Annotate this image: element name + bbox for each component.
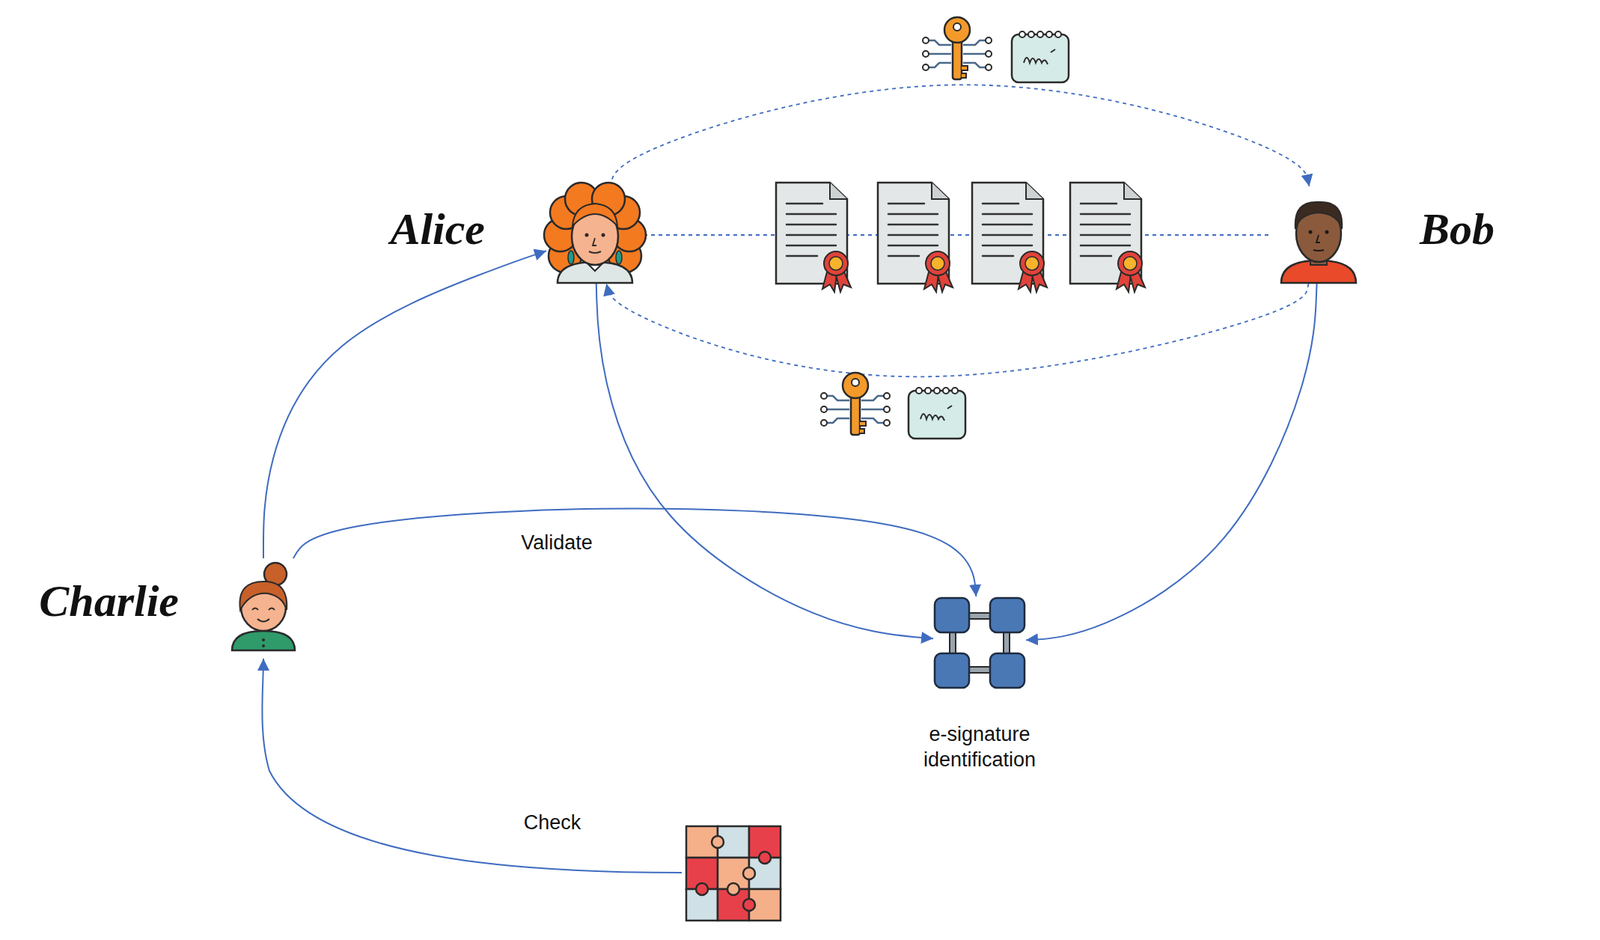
charlie-avatar [231,562,295,651]
certificate-icon [776,182,851,292]
signature-note-icon [908,387,966,439]
blockchain-icon-part-part [990,597,1025,633]
puzzle-icon-part-part [711,835,724,848]
puzzle-icon-part-part [695,883,708,896]
person-node: Charlie [222,558,305,656]
person-node: Bob [1269,186,1368,284]
alice-avatar-part [615,250,622,265]
check-arrow [261,658,682,873]
person-name: Bob [1416,205,1498,253]
puzzle-icon-part [686,826,781,921]
alice-avatar-part [588,251,601,253]
bob-avatar-part [1308,230,1313,235]
charlie-avatar-part [261,644,265,648]
dashed-exchange-arrow [609,84,1310,187]
charlie-avatar-part [261,638,265,642]
charlie-avatar-part [231,630,295,651]
bob-avatar-part [1313,249,1324,251]
blockchain-icon-part [934,597,1025,688]
certificate-icon [1070,182,1145,292]
alice-avatar [544,182,646,283]
dashed-exchange-arrow [643,234,1270,236]
blockchain-icon-part-part [934,653,970,688]
alice-avatar-part [601,233,606,238]
flow-arrow [596,283,934,639]
blockchain-icon-part-part [969,666,991,673]
charlie-avatar-part [239,581,287,610]
puzzle-icon-part-part [743,898,756,911]
key-icon [922,17,992,80]
puzzle-icon-part-part [743,867,756,880]
flow-arrow [293,508,976,597]
certificate-icon [972,182,1047,292]
blockchain-icon-part-part [934,597,970,633]
blockchain-icon-part-part [990,653,1025,688]
bob-avatar-part [1295,202,1342,229]
dashed-exchange-arrow [606,283,1309,377]
puzzle-icon-part-part [727,883,740,896]
certificate-icon [877,182,953,292]
alice-avatar-part [585,233,589,238]
blockchain-icon-part-part [949,632,956,654]
puzzle-icon-part-part [758,851,771,864]
person-name: Charlie [35,576,182,625]
alice-avatar-part [572,203,618,227]
blockchain-icon [934,597,1025,688]
charlie-avatar-part [257,618,270,622]
blockchain-icon-part-part [969,612,991,619]
charlie-avatar-part [252,608,275,611]
signature-note-icon [1011,31,1069,83]
puzzle-icon [686,826,781,921]
certificate-stack [776,182,1145,292]
arrow-label: Check [520,810,585,835]
bob-avatar-part [1325,230,1330,235]
key-icon [820,372,890,435]
person-name: Alice [386,205,488,253]
flow-arrow [1026,283,1318,640]
alice-avatar-part [544,182,646,273]
alice-avatar-part [568,250,574,265]
person-node: Alice [546,186,644,284]
bob-avatar [1281,202,1357,283]
ledger-node: e-signature identification [933,596,1027,690]
node-caption: e-signature identification [889,722,1070,774]
blockchain-icon-part-part [1003,632,1010,654]
bob-avatar-part [1316,234,1321,243]
alice-avatar-part [592,237,597,246]
edge-label: Validate [517,530,596,555]
